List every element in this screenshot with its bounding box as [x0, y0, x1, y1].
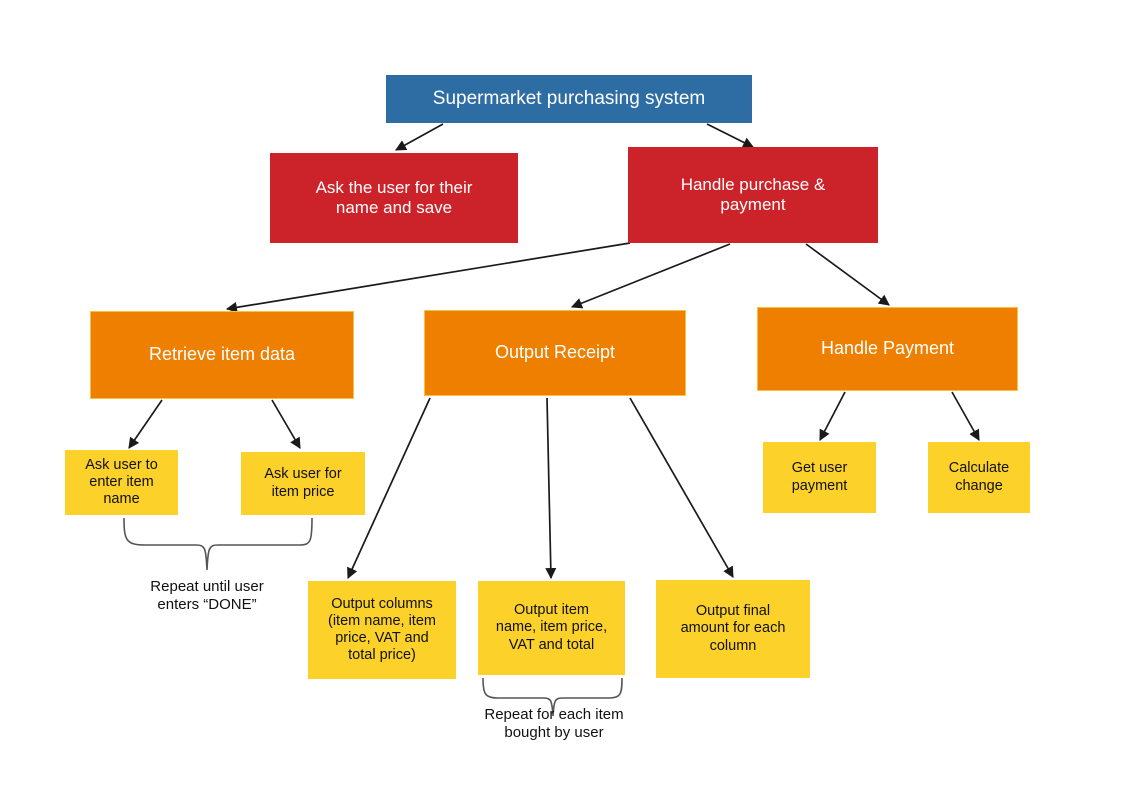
- node-root-label: Supermarket purchasing system: [432, 87, 706, 109]
- node-retrieve-item[interactable]: Retrieve item data: [90, 311, 354, 399]
- edge-retrieve-item-to-ask-item-price: [271, 399, 301, 449]
- node-output-columns-label: Output columns (item name, item price, V…: [328, 595, 436, 664]
- edge-root-to-ask-name: [395, 123, 444, 151]
- node-get-payment[interactable]: Get user payment: [763, 442, 876, 513]
- edge-output-receipt-to-output-item-row: [545, 397, 557, 580]
- node-handle-payment[interactable]: Handle Payment: [757, 307, 1018, 391]
- node-ask-item-price-label: Ask user for item price: [264, 466, 342, 500]
- edge-handle-purchase-to-retrieve-item: [225, 242, 631, 313]
- node-calc-change[interactable]: Calculate change: [928, 442, 1030, 513]
- node-output-receipt-label: Output Receipt: [494, 342, 616, 363]
- edge-retrieve-item-to-ask-item-name: [128, 399, 163, 449]
- node-ask-name[interactable]: Ask the user for their name and save: [270, 153, 518, 243]
- node-ask-item-name[interactable]: Ask user to enter item name: [65, 450, 178, 515]
- node-get-payment-label: Get user payment: [791, 460, 848, 494]
- node-retrieve-item-label: Retrieve item data: [148, 344, 296, 365]
- edge-handle-purchase-to-handle-payment: [805, 243, 890, 306]
- node-ask-item-name-label: Ask user to enter item name: [85, 456, 158, 508]
- node-output-receipt[interactable]: Output Receipt: [424, 310, 686, 396]
- node-handle-purchase-label: Handle purchase & payment: [680, 174, 826, 214]
- node-handle-payment-label: Handle Payment: [820, 338, 955, 359]
- node-calc-change-label: Calculate change: [948, 460, 1010, 494]
- edge-root-to-handle-purchase: [706, 123, 754, 148]
- node-output-columns[interactable]: Output columns (item name, item price, V…: [308, 581, 456, 679]
- node-handle-purchase[interactable]: Handle purchase & payment: [628, 147, 878, 243]
- node-ask-item-price[interactable]: Ask user for item price: [241, 452, 365, 515]
- edge-handle-payment-to-calc-change: [951, 391, 980, 441]
- node-output-final[interactable]: Output final amount for each column: [656, 580, 810, 678]
- node-ask-name-label: Ask the user for their name and save: [315, 177, 473, 217]
- edge-handle-purchase-to-output-receipt: [570, 243, 731, 309]
- caption-loop-receipt: Repeat for each item bought by user: [484, 706, 624, 742]
- node-output-item-row[interactable]: Output item name, item price, VAT and to…: [478, 581, 625, 675]
- caption-loop-items: Repeat until user enters “DONE”: [150, 578, 264, 614]
- edge-handle-payment-to-get-payment: [819, 391, 846, 441]
- edge-output-receipt-to-output-final: [629, 397, 734, 578]
- node-output-final-label: Output final amount for each column: [680, 603, 786, 654]
- brace-loop-items: [123, 517, 313, 571]
- node-root[interactable]: Supermarket purchasing system: [386, 75, 752, 123]
- node-output-item-row-label: Output item name, item price, VAT and to…: [495, 602, 608, 653]
